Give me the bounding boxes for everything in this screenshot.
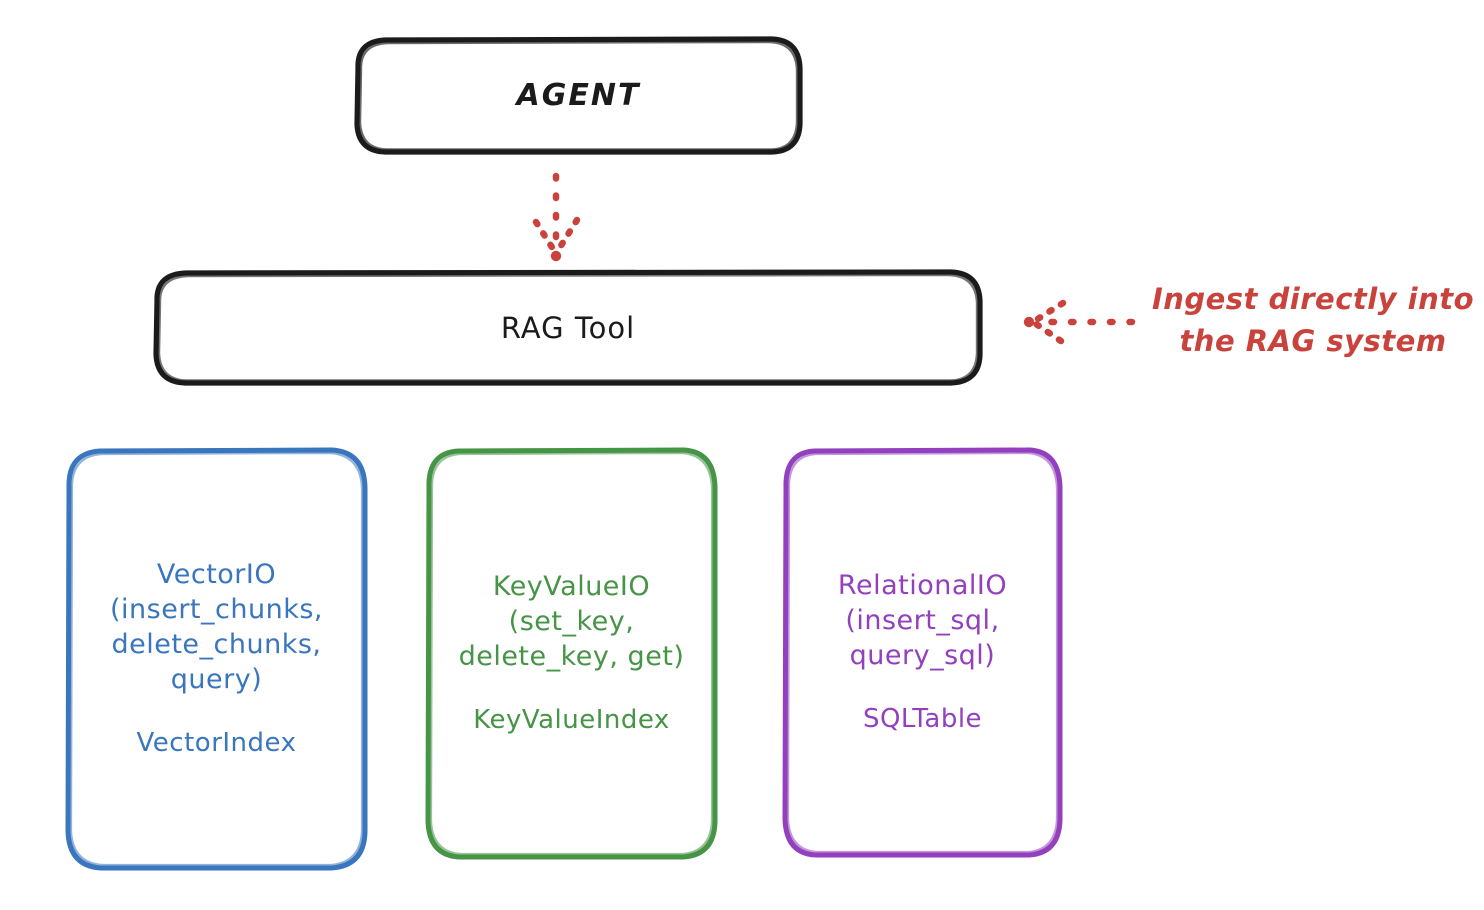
agent-to-rag-arrow [532,172,581,262]
ingest-annotation-text: Ingest directly into the RAG system [1151,282,1475,359]
rag-tool-node[interactable]: RAG Tool [156,272,980,383]
vector-io-api-label: VectorIO (insert_chunks, delete_chunks, … [110,558,323,696]
key-value-index-label: KeyValueIndex [473,705,670,736]
relational-io-node[interactable]: RelationalIO (insert_sql, query_sql) SQL… [785,450,1060,855]
vector-io-node[interactable]: VectorIO (insert_chunks, delete_chunks, … [68,450,365,868]
rag-tool-label: RAG Tool [500,310,636,345]
vector-index-label: VectorIndex [136,728,297,759]
key-value-io-node[interactable]: KeyValueIO (set_key, delete_key, get) Ke… [428,450,715,857]
agent-label: AGENT [516,78,641,113]
key-value-io-api-label: KeyValueIO (set_key, delete_key, get) [458,570,685,673]
agent-node[interactable]: AGENT [357,39,800,152]
sql-table-label: SQLTable [862,704,983,735]
ingest-annotation-arrow [1023,299,1136,345]
relational-io-api-label: RelationalIO (insert_sql, query_sql) [837,569,1008,672]
